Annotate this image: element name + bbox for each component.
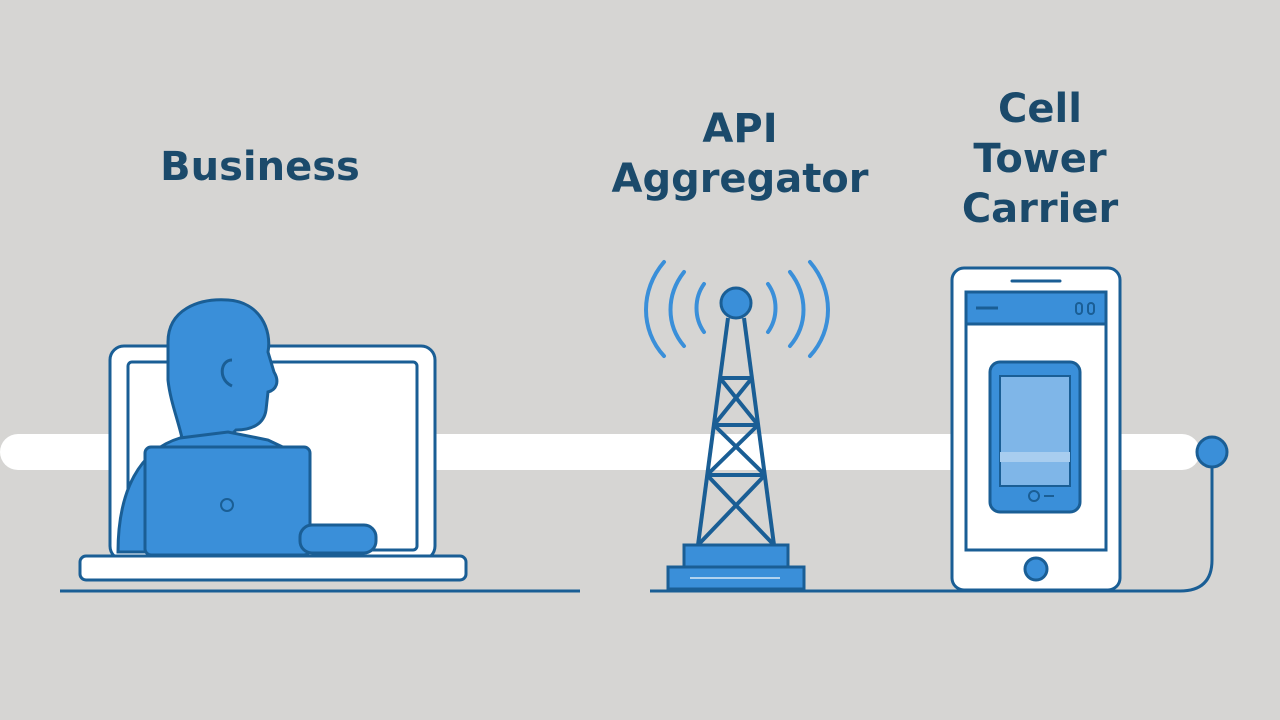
signal-wave-left-inner (694, 282, 706, 334)
api-aggregator-label: API Aggregator (590, 104, 890, 204)
inner-phone-screen (999, 375, 1071, 487)
small-laptop (143, 445, 312, 557)
cell-tower-carrier-label: Cell Tower Carrier (930, 84, 1150, 234)
business-label: Business (130, 142, 390, 192)
signal-wave-left-middle (668, 270, 686, 348)
connector-cable (1120, 452, 1214, 593)
tower-base-top (682, 543, 790, 569)
api-aggregator-label-line-1: API (702, 106, 778, 152)
cell-tower-carrier-label-line-2: Tower (973, 136, 1107, 182)
small-laptop-logo (220, 498, 234, 512)
signal-wave-right-inner (766, 282, 778, 334)
person-at-laptop-icon (78, 298, 468, 582)
connector-end-dot (1195, 435, 1229, 469)
business-label-line-1: Business (160, 144, 360, 190)
signal-wave-right-middle (788, 270, 806, 348)
person-hand (298, 523, 378, 555)
phone-in-frame-icon (950, 266, 1122, 592)
signal-tower-icon (644, 260, 830, 591)
signal-wave-right-outer (808, 260, 830, 358)
api-aggregator-label-line-2: Aggregator (611, 156, 869, 202)
person-ear (220, 358, 233, 388)
tower-leg-left (696, 317, 730, 546)
outer-phone-home-button (1023, 556, 1049, 582)
signal-wave-left-outer (644, 260, 666, 358)
tower-beacon (719, 286, 753, 320)
tower-leg-right (742, 317, 776, 546)
cell-tower-carrier-label-line-3: Carrier (961, 186, 1119, 232)
laptop-base (78, 554, 468, 582)
cell-tower-carrier-label-line-1: Cell (998, 86, 1082, 132)
